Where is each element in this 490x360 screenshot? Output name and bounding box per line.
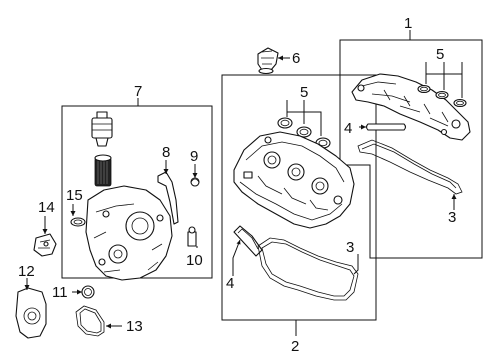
- callout-4-valve: 4: [226, 275, 234, 292]
- gasket-13: [75, 305, 105, 337]
- callout-10: 10: [186, 252, 203, 269]
- callout-3-valve: 3: [346, 239, 354, 256]
- bracket-14: [33, 233, 57, 257]
- oil-tube: [157, 171, 179, 225]
- oil-filler-cap: [257, 47, 279, 75]
- callout-5-intake: 5: [436, 46, 444, 63]
- callout-5-valve: 5: [300, 84, 308, 101]
- callout-12: 12: [18, 263, 35, 280]
- callout-3-intake: 3: [448, 209, 456, 226]
- valve-cover-gasket: [257, 237, 359, 301]
- seal-15: [70, 217, 86, 227]
- callout-14: 14: [38, 199, 55, 216]
- clip-9: [190, 177, 200, 187]
- valve-cover-seals: [277, 117, 331, 149]
- fitting-10: [187, 226, 197, 247]
- callout-15: 15: [66, 187, 83, 204]
- gasket-small-upper: [365, 123, 407, 131]
- group-box-intake-manifold: [339, 39, 483, 259]
- callout-2: 2: [291, 338, 299, 355]
- gasket-small-lower: [233, 225, 263, 257]
- callout-11: 11: [52, 284, 68, 301]
- callout-4-intake: 4: [344, 120, 352, 137]
- callout-13: 13: [126, 318, 143, 335]
- callout-1: 1: [404, 15, 412, 32]
- cover-plate-12: [15, 287, 47, 339]
- oil-filter-housing: [91, 111, 113, 147]
- callout-9: 9: [190, 148, 198, 165]
- intake-gasket: [357, 139, 463, 195]
- oil-filter-element: [94, 154, 112, 187]
- callout-6: 6: [292, 50, 300, 67]
- callout-8: 8: [162, 144, 170, 161]
- arrowheads: [24, 55, 457, 329]
- seal-11: [81, 285, 95, 299]
- valve-cover: [233, 131, 355, 229]
- intake-seals: [417, 84, 467, 108]
- intake-manifold: [351, 73, 471, 141]
- group-box-valve-cover: [221, 74, 377, 321]
- timing-cover: [85, 185, 173, 281]
- callout-7: 7: [134, 83, 142, 100]
- group-box-timing-cover: [61, 105, 213, 279]
